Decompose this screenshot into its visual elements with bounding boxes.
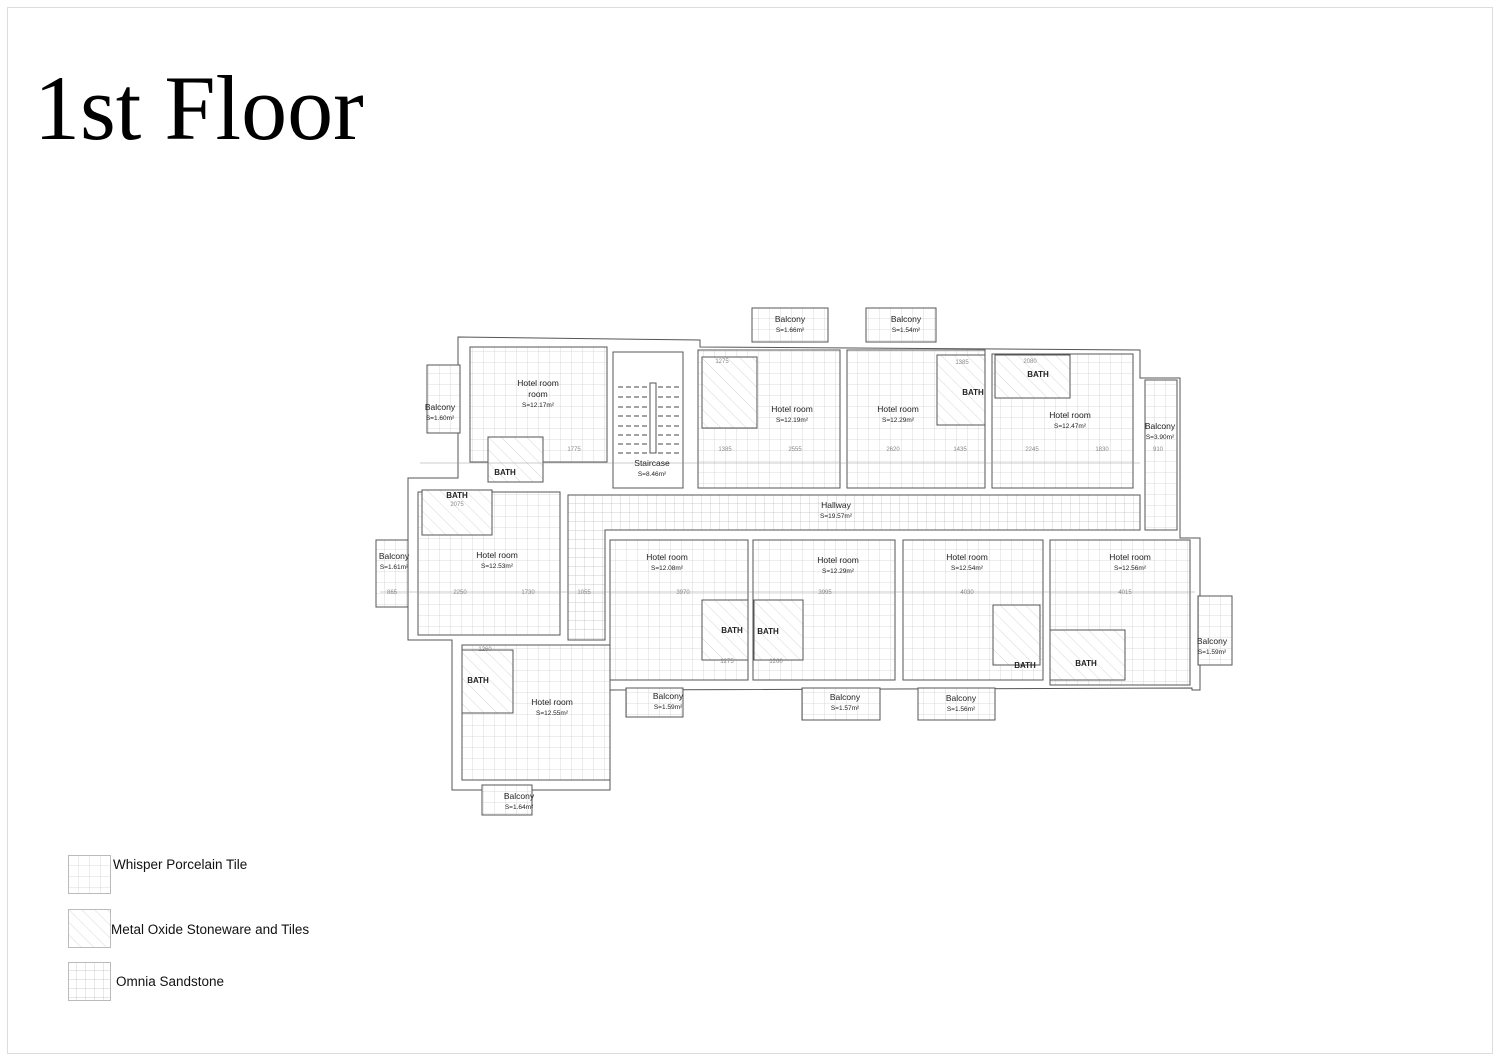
legend-label: Whisper Porcelain Tile	[113, 857, 248, 872]
staircase	[612, 351, 684, 489]
bath-label: BATH	[494, 468, 516, 477]
dimension-label: 2080	[1023, 359, 1037, 365]
dimension-label: 2620	[886, 447, 900, 453]
dimension-label: 1055	[577, 590, 591, 596]
dimension-label: 1435	[953, 447, 967, 453]
dimension-label: 2250	[453, 590, 467, 596]
balcony-2	[751, 307, 829, 343]
bath-1	[487, 436, 544, 483]
legend-label: Metal Oxide Stoneware and Tiles	[111, 922, 310, 937]
legend-swatch-sandstone	[68, 962, 111, 1001]
dimension-label: 910	[1152, 447, 1164, 453]
dimension-label: 1260	[478, 647, 492, 653]
balcony-3	[865, 307, 937, 343]
dimension-label: 1275	[715, 359, 729, 365]
bath-label: BATH	[1014, 661, 1036, 670]
balcony-7	[801, 687, 881, 721]
bath-7	[753, 599, 804, 661]
dimension-label: 3995	[818, 590, 832, 596]
bath-label: BATH	[467, 676, 489, 685]
balcony-5	[375, 539, 409, 608]
bath-4	[994, 354, 1071, 399]
dimension-label: 1385	[955, 360, 969, 366]
bath-label: BATH	[962, 388, 984, 397]
bath-label: BATH	[1027, 370, 1049, 379]
bath-label: BATH	[1075, 659, 1097, 668]
bath-2	[701, 356, 758, 429]
dimension-label: 865	[386, 590, 398, 596]
dimension-label: 2075	[450, 502, 464, 508]
bath-5	[421, 489, 493, 536]
bath-9	[1049, 629, 1126, 681]
balcony-6	[625, 687, 684, 718]
balcony-8	[917, 687, 996, 721]
dimension-label: 1260	[769, 659, 783, 665]
balcony-4	[1144, 379, 1178, 531]
dimension-label: 1385	[718, 447, 732, 453]
dimension-label: 2245	[1025, 447, 1039, 453]
legend-swatch-stoneware	[68, 909, 111, 948]
bath-10	[461, 649, 514, 714]
bath-6	[701, 599, 749, 661]
bath-label: BATH	[757, 627, 779, 636]
dimension-label: 3970	[676, 590, 690, 596]
dimension-label: 4015	[1118, 590, 1132, 596]
dimension-label: 2555	[788, 447, 802, 453]
bath-label: BATH	[446, 491, 468, 500]
bath-3	[936, 354, 986, 426]
legend-swatch-porcelain	[68, 855, 111, 894]
dimension-label: 1830	[1095, 447, 1109, 453]
dimension-label: 1730	[521, 590, 535, 596]
bath-label: BATH	[721, 626, 743, 635]
balcony-9	[1197, 595, 1233, 666]
balcony-10	[481, 784, 533, 816]
legend-label: Omnia Sandstone	[116, 974, 225, 989]
dimension-label: 1775	[567, 447, 581, 453]
balcony-1	[426, 364, 461, 434]
page-title: 1st Floor	[34, 57, 364, 159]
dimension-label: 1275	[720, 659, 734, 665]
bath-8	[992, 604, 1041, 666]
drawing-frame	[7, 7, 1493, 1054]
hallway	[567, 494, 1141, 641]
dimension-label: 4030	[960, 590, 974, 596]
